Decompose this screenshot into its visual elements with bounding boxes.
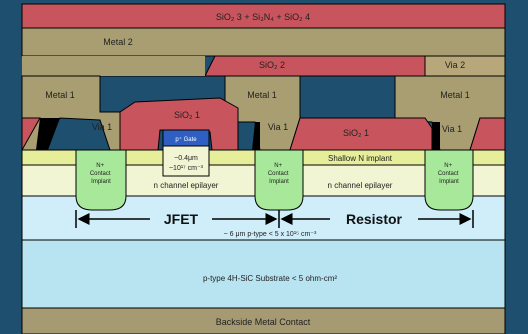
via1-right-shape <box>432 122 440 150</box>
sio2-1-right-block <box>289 117 433 151</box>
n-plus-implant-mid <box>254 149 304 211</box>
sio2-1-edge-right <box>469 117 506 151</box>
label-metal1-right: Metal 1 <box>440 90 470 100</box>
label-via1-mid: Via 1 <box>268 122 288 132</box>
n-plus-left-line1: N+ <box>96 163 104 169</box>
label-sio2-2: SiO₂ 2 <box>259 60 285 70</box>
label-via1-left: Via 1 <box>92 122 112 132</box>
label-shallow-n: Shallow N implant <box>328 154 393 163</box>
label-metal1-mid: Metal 1 <box>247 90 277 100</box>
n-plus-mid-line3: Implant <box>269 179 289 185</box>
label-n-plus-left: N+ Contact Implant <box>90 163 112 185</box>
label-gate-depth: ~0.4μm <box>174 155 198 162</box>
n-plus-mid-line1: N+ <box>274 163 282 169</box>
metal2-layer <box>21 27 506 57</box>
label-via1-right: Via 1 <box>442 124 462 134</box>
label-sio2-1-right: SiO₂ 1 <box>343 128 369 138</box>
label-jfet: JFET <box>164 211 199 227</box>
label-substrate: p-type 4H-SiC Substrate < 5 ohm-cm² <box>203 274 337 283</box>
n-plus-implant-left <box>75 149 127 211</box>
label-via2: Via 2 <box>445 60 465 70</box>
label-sio2-1-left: SiO₂ 1 <box>174 110 200 120</box>
sio2-1-edge-left <box>21 117 41 152</box>
label-top-passivation: SiO₂ 3 + Si₃N₄ + SiO₂ 4 <box>216 12 310 22</box>
label-gate-doping: ~10¹⁷ cm⁻³ <box>169 165 204 172</box>
label-n-epi-right: n channel epilayer <box>328 181 393 190</box>
via1-left-shape <box>36 118 60 150</box>
label-n-plus-right: N+ Contact Implant <box>438 163 460 185</box>
label-resistor: Resistor <box>346 211 403 227</box>
n-plus-implant-right <box>424 149 474 211</box>
substrate-layer <box>21 239 506 309</box>
sio2-2-left-band <box>22 56 205 76</box>
n-plus-left-line2: Contact <box>90 171 111 177</box>
n-plus-right-line3: Implant <box>439 179 459 185</box>
backside-metal-layer <box>21 307 506 334</box>
gate-region <box>162 145 210 177</box>
n-plus-left-line3: Implant <box>91 179 111 185</box>
n-plus-right-line2: Contact <box>438 171 459 177</box>
label-n-epi-left: n channel epilayer <box>154 181 219 190</box>
label-p-epi: ~ 6 μm p-type < 5 x 10¹⁵ cm⁻³ <box>224 231 317 238</box>
label-gate: p⁺ Gate <box>175 136 197 143</box>
label-metal2: Metal 2 <box>103 37 133 47</box>
top-passivation-layer <box>21 3 506 29</box>
label-backside: Backside Metal Contact <box>216 317 311 327</box>
label-metal1-left: Metal 1 <box>45 90 75 100</box>
n-plus-mid-line2: Contact <box>268 171 289 177</box>
sio2-1-left-block <box>119 97 239 151</box>
n-plus-right-line1: N+ <box>444 163 452 169</box>
via1-mid-shape <box>252 122 260 150</box>
label-n-plus-mid: N+ Contact Implant <box>268 163 290 185</box>
